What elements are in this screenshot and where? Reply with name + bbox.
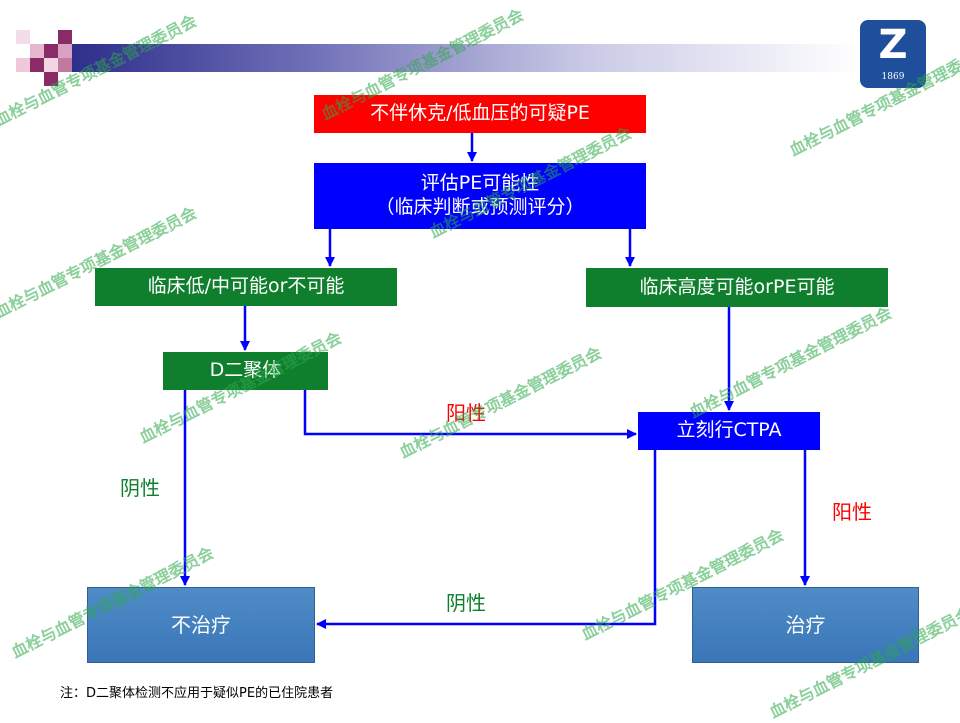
node-low-probability: 临床低/中可能or不可能 — [95, 268, 397, 306]
label-ctpa-positive: 阳性 — [832, 500, 872, 524]
label-ctpa-negative: 阴性 — [446, 591, 486, 615]
node-assess-title: 评估PE可能性 — [420, 172, 540, 195]
arrow-ddimer-positive-to-ctpa — [303, 390, 637, 439]
node-assess-probability: 评估PE可能性 （临床判断或预测评分） — [314, 163, 646, 229]
arrow-ctpa-negative-to-no-treat — [316, 450, 657, 629]
node-no-treatment: 不治疗 — [87, 587, 315, 663]
label-ddimer-negative: 阴性 — [120, 476, 160, 500]
header-gradient-bar — [72, 44, 860, 72]
z-shield-logo-icon: Z — [878, 22, 908, 68]
label-ddimer-positive: 阳性 — [446, 401, 486, 425]
node-ctpa: 立刻行CTPA — [638, 412, 820, 450]
node-suspected-pe: 不伴休克/低血压的可疑PE — [314, 95, 646, 133]
node-assess-subtitle: （临床判断或预测评分） — [375, 196, 585, 218]
institution-logo: Z 1869 — [860, 20, 926, 88]
footnote: 注：D二聚体检测不应用于疑似PE的已住院患者 — [60, 686, 334, 701]
node-treatment: 治疗 — [692, 587, 919, 663]
logo-year: 1869 — [881, 72, 905, 82]
node-high-probability: 临床高度可能orPE可能 — [586, 268, 888, 307]
node-d-dimer: D二聚体 — [163, 352, 328, 390]
